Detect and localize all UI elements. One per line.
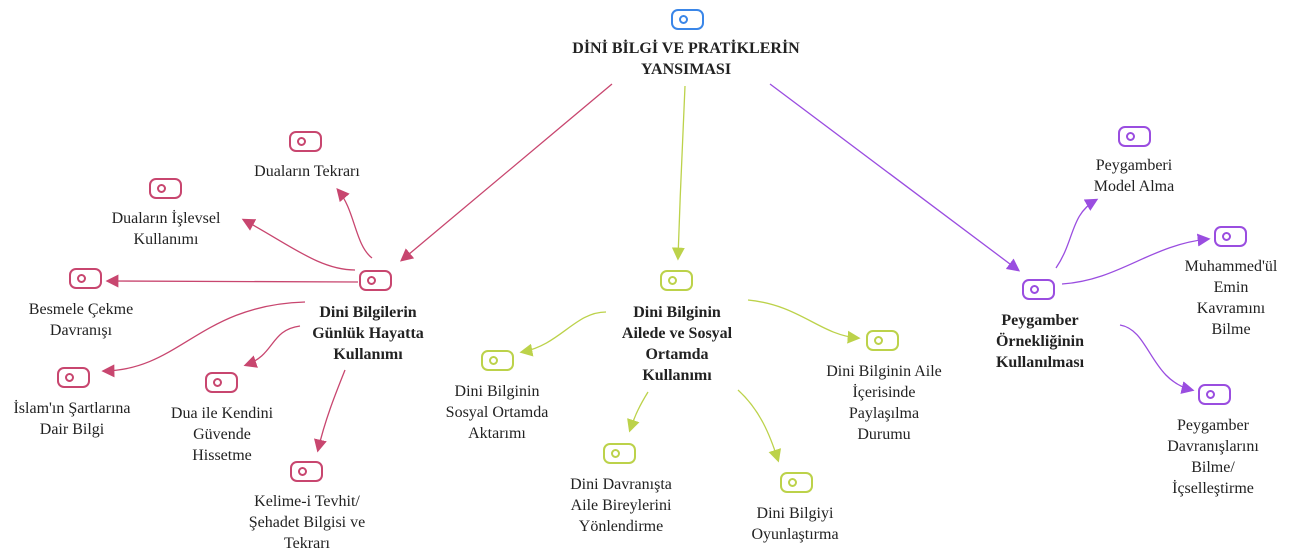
edge-root-branch1 — [400, 83, 613, 262]
branch1-child4-label: İslam'ın Şartlarına Dair Bilgi — [13, 400, 131, 438]
branch3-child2-icon[interactable] — [1214, 226, 1247, 247]
branch1-child4-icon[interactable] — [57, 367, 90, 388]
edge-b2-c4 — [747, 299, 861, 344]
edge-b3-c3 — [1119, 324, 1195, 394]
edge-b1-c3 — [105, 274, 359, 288]
branch2-child1-label: Dini Bilginin Sosyal Ortamda Aktarımı — [445, 383, 549, 442]
branch1-node-label: Dini Bilgilerin Günlük Hayatta Kullanımı — [312, 304, 424, 363]
edge-root-branch2 — [671, 85, 686, 261]
edge-b1-c1 — [336, 188, 373, 259]
branch1-child1-label: Duaların Tekrarı — [254, 163, 360, 180]
edge-b1-c4 — [101, 301, 306, 378]
branch2-node-label: Dini Bilginin Ailede ve Sosyal Ortamda K… — [621, 304, 733, 384]
branch1-child6-label: Kelime-i Tevhit/ Şehadet Bilgisi ve Tekr… — [248, 493, 366, 552]
branch1-child5-icon[interactable] — [205, 372, 238, 393]
branch3-node-label: Peygamber Örnekliğinin Kullanılması — [995, 312, 1085, 371]
edge-root-branch3 — [769, 83, 1021, 272]
edge-b3-c1 — [1055, 198, 1099, 269]
edge-b1-c6 — [314, 369, 346, 453]
branch2-child2-icon[interactable] — [603, 443, 636, 464]
edge-b2-c1 — [519, 311, 607, 357]
branch2-node-icon[interactable] — [660, 270, 693, 291]
branch2-child3-icon[interactable] — [780, 472, 813, 493]
branch1-child6-icon[interactable] — [290, 461, 323, 482]
branch3-child3-label: Peygamber Davranışlarını Bilme/ İçselleş… — [1167, 417, 1259, 497]
root-node-icon[interactable] — [671, 9, 704, 30]
branch2-child4-label: Dini Bilginin Aile İçerisinde Paylaşılma… — [826, 363, 942, 443]
branch3-child1-label: Peygamberi Model Alma — [1093, 157, 1175, 195]
branch2-child3-label: Dini Bilgiyi Oyunlaştırma — [751, 505, 839, 543]
branch1-child1-icon[interactable] — [289, 131, 322, 152]
branch3-child1-icon[interactable] — [1118, 126, 1151, 147]
branch2-child1-icon[interactable] — [481, 350, 514, 371]
branch1-child2-label: Duaların İşlevsel Kullanımı — [111, 210, 221, 248]
edge-b2-c3 — [737, 389, 782, 463]
branch2-child4-icon[interactable] — [866, 330, 899, 351]
root-node-label: DİNİ BİLGİ VE PRATİKLERİN YANSIMASI — [572, 40, 800, 78]
branch3-node-icon[interactable] — [1022, 279, 1055, 300]
branch2-child2-label: Dini Davranışta Aile Bireylerini Yönlend… — [570, 476, 672, 535]
branch1-child2-icon[interactable] — [149, 178, 182, 199]
branch3-child3-icon[interactable] — [1198, 384, 1231, 405]
edge-b2-c2 — [627, 391, 649, 433]
branch3-child2-label: Muhammed'ül Emin Kavramını Bilme — [1184, 258, 1278, 338]
branch1-child3-icon[interactable] — [69, 268, 102, 289]
edge-b3-c2 — [1061, 233, 1211, 285]
edge-b1-c5 — [243, 325, 301, 368]
branch1-child3-label: Besmele Çekme Davranışı — [28, 301, 134, 339]
branch1-child5-label: Dua ile Kendini Güvende Hissetme — [170, 405, 274, 464]
edge-b1-c2 — [241, 218, 356, 271]
branch1-node-icon[interactable] — [359, 270, 392, 291]
